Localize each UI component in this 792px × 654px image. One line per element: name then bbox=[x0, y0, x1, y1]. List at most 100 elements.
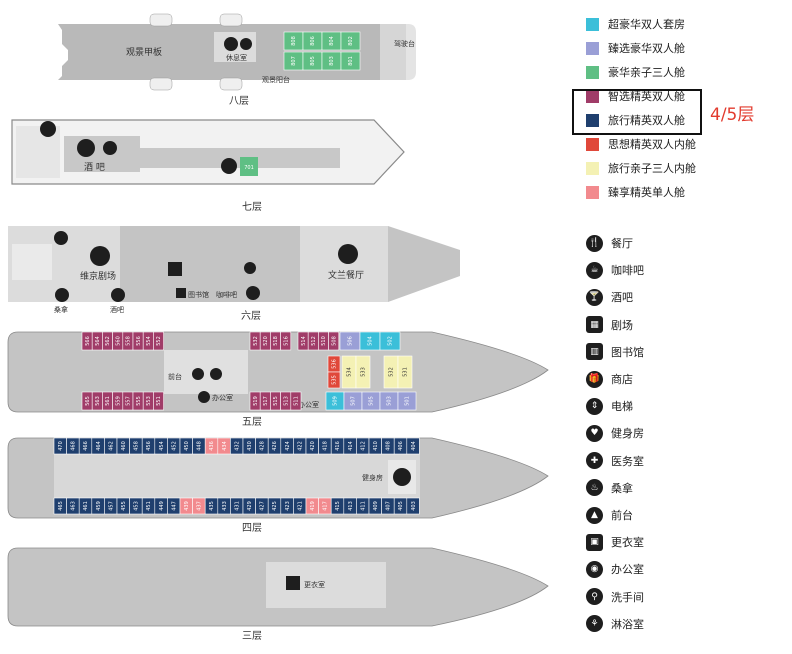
cabin-number: 431 bbox=[234, 501, 240, 511]
deck-range-note: 4/5层 bbox=[710, 105, 755, 125]
medical-cross-icon: ✚ bbox=[586, 452, 603, 470]
cabin-number: 508 bbox=[331, 336, 337, 346]
cabin-number: 437 bbox=[197, 501, 203, 511]
legend-swatch bbox=[586, 65, 599, 79]
cabin-number: 435 bbox=[209, 501, 215, 511]
cabin-number: 507 bbox=[351, 396, 357, 406]
facility-item: 🍸酒吧 bbox=[586, 288, 633, 306]
reception-bell-icon bbox=[192, 368, 204, 380]
cabin-number: 422 bbox=[297, 441, 303, 451]
wifi-office-icon: ◉ bbox=[586, 560, 603, 578]
theater-icon: ▦ bbox=[586, 316, 603, 334]
coffee-cup-icon bbox=[224, 37, 238, 51]
legend-swatch bbox=[586, 89, 599, 103]
cabin-number: 465 bbox=[58, 501, 64, 511]
deck-3: 更衣室 三层 bbox=[7, 547, 549, 642]
cabin-number: 415 bbox=[335, 501, 341, 511]
cabin-number: 564 bbox=[95, 336, 101, 346]
cabin-number: 558 bbox=[126, 336, 132, 346]
cabin-number: 418 bbox=[323, 441, 329, 451]
cabin-number: 511 bbox=[294, 396, 300, 406]
deck-4-title: 四层 bbox=[242, 522, 262, 534]
cabin-number: 510 bbox=[321, 336, 327, 346]
deck-5-title: 五层 bbox=[242, 416, 262, 428]
cabin-802 bbox=[340, 31, 361, 51]
cabin-number: 531 bbox=[403, 367, 409, 377]
cabin-number: 466 bbox=[83, 441, 89, 451]
sauna-icon bbox=[55, 288, 69, 302]
legend-item: 旅行亲子三人内舱 bbox=[586, 160, 696, 176]
cabin-number: 448 bbox=[197, 441, 203, 451]
heart-icon bbox=[393, 468, 411, 486]
cabin-number: 804 bbox=[329, 36, 335, 46]
cabin-number: 801 bbox=[348, 56, 354, 66]
cabin-number: 423 bbox=[285, 501, 291, 511]
deck-3-title: 三层 bbox=[242, 630, 262, 642]
facility-label: 健身房 bbox=[611, 427, 644, 441]
facility-item: 🎁商店 bbox=[586, 370, 633, 388]
cabin-number: 421 bbox=[297, 501, 303, 511]
shower-icon: ⚘ bbox=[586, 615, 603, 633]
cabin-number: 460 bbox=[121, 441, 127, 451]
library-label: 图书馆 bbox=[188, 290, 209, 299]
reception-bell-icon: ▲ bbox=[586, 506, 603, 524]
cabin-number: 463 bbox=[71, 501, 77, 511]
cabin-801 bbox=[340, 51, 361, 71]
gift-icon bbox=[210, 368, 222, 380]
cabin-number: 552 bbox=[156, 336, 162, 346]
cabin-number: 404 bbox=[411, 441, 417, 451]
deck-6-title: 六层 bbox=[241, 310, 261, 322]
legend-label: 豪华亲子三人舱 bbox=[608, 66, 685, 79]
cabin-number: 515 bbox=[273, 396, 279, 406]
vinland-restaurant-label: 文兰餐厅 bbox=[328, 269, 364, 281]
sauna-label: 桑拿 bbox=[54, 305, 68, 314]
facility-label: 洗手间 bbox=[611, 590, 644, 604]
cabin-number: 406 bbox=[398, 441, 404, 451]
cabin-number: 562 bbox=[105, 336, 111, 346]
facility-label: 桑拿 bbox=[611, 481, 633, 495]
cabin-number: 458 bbox=[134, 441, 140, 451]
library-icon bbox=[176, 288, 186, 298]
sauna-icon: ♨ bbox=[586, 479, 603, 497]
legend-item: 思想精英双人内舱 bbox=[586, 136, 696, 152]
cabin-number: 502 bbox=[388, 336, 394, 346]
cabin-516 bbox=[280, 331, 292, 351]
cabin-number: 462 bbox=[108, 441, 114, 451]
cabin-403 bbox=[406, 497, 420, 515]
cabin-number: 456 bbox=[146, 441, 152, 451]
coffee-cup-icon bbox=[40, 121, 56, 137]
cabin-number: 514 bbox=[301, 336, 307, 346]
cocktail-icon: 🍸 bbox=[586, 288, 603, 306]
locker-room-icon bbox=[286, 576, 300, 590]
legend-swatch bbox=[586, 185, 599, 199]
locker-room-label: 更衣室 bbox=[304, 580, 325, 589]
cabin-number: 410 bbox=[373, 441, 379, 451]
facility-item: ▦剧场 bbox=[586, 316, 633, 334]
cabin-number: 559 bbox=[115, 396, 121, 406]
cabin-number: 556 bbox=[136, 336, 142, 346]
legend-swatch bbox=[586, 113, 599, 127]
cocktail-icon bbox=[54, 231, 68, 245]
cocktail-icon bbox=[111, 288, 125, 302]
cabin-number: 430 bbox=[247, 441, 253, 451]
deck-7-title: 七层 bbox=[242, 201, 262, 213]
room-701: 701 bbox=[244, 165, 254, 171]
facility-item: 🍴餐厅 bbox=[586, 234, 633, 252]
cocktail-icon bbox=[240, 38, 252, 50]
facility-item: ▲前台 bbox=[586, 506, 633, 524]
cabin-number: 516 bbox=[283, 336, 289, 346]
facility-item: ⚲洗手间 bbox=[586, 588, 644, 606]
legend-label: 旅行精英双人舱 bbox=[608, 114, 685, 127]
legend-label: 超豪华双人套房 bbox=[608, 18, 685, 31]
cabin-number: 408 bbox=[386, 441, 392, 451]
deck-6: 维京剧场 文兰餐厅 桑拿 酒吧 图书馆 咖啡吧 六层 bbox=[8, 226, 460, 322]
cabin-number: 513 bbox=[283, 396, 289, 406]
facility-item: ♨ 桑拿 bbox=[586, 479, 633, 497]
cabin-number: 553 bbox=[146, 396, 152, 406]
cabin-number: 427 bbox=[260, 501, 266, 511]
